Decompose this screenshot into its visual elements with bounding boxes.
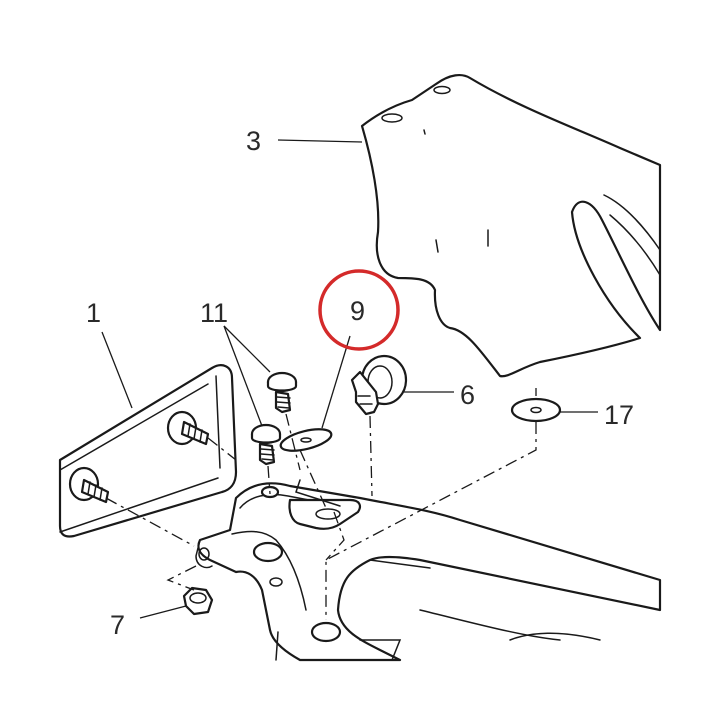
callout-part-7: 7	[110, 610, 125, 640]
cover-panel-part-3	[360, 73, 662, 378]
clip-part-6	[350, 354, 408, 416]
bracket-bar-part-1	[58, 364, 238, 538]
washer-part-17	[510, 397, 562, 423]
highlight-ring	[318, 269, 400, 351]
assembly-lines	[105, 388, 537, 620]
nut-part-7	[182, 586, 214, 616]
washer-part-9	[279, 428, 333, 452]
callout-part-17: 17	[604, 400, 634, 430]
leader-lines	[101, 139, 598, 619]
mounting-bracket	[195, 479, 662, 662]
callout-part-3: 3	[246, 126, 261, 156]
screw-upper-part-11	[266, 371, 298, 414]
callout-part-6: 6	[460, 380, 475, 410]
callout-part-1: 1	[86, 298, 101, 328]
callout-part-11: 11	[200, 298, 228, 328]
screw-lower-part-11	[250, 423, 282, 466]
callout-part-9: 9	[350, 296, 365, 326]
